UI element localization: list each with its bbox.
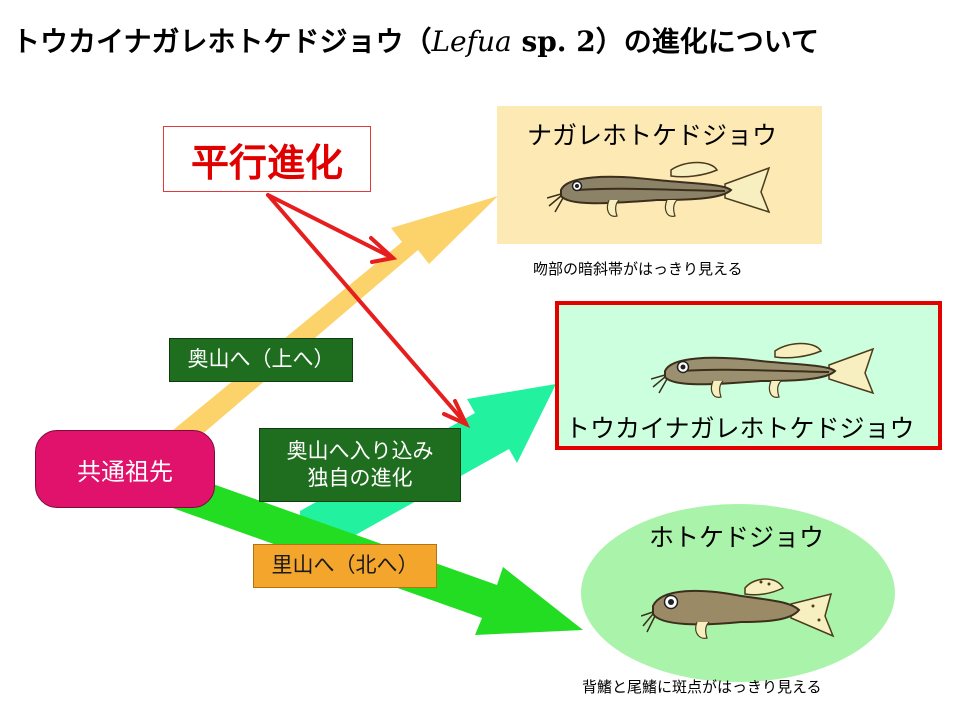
page-title: トウカイナガレホトケドジョウ（Lefua sp. 2）の進化について: [12, 20, 819, 60]
species-name-hotoke: ホトケドジョウ: [649, 523, 825, 552]
unique-line-1: 奥山へ入り込み: [286, 438, 434, 463]
arrow-okuyama: [140, 196, 498, 460]
species-name-nagare: ナガレホトケドジョウ: [527, 121, 778, 150]
parallel-evolution-arrows: [266, 193, 471, 429]
species-note-nagare: 吻部の暗斜帯がはっきり見える: [533, 260, 743, 278]
species-box-hotoke: ホトケドジョウ: [581, 504, 895, 682]
species-box-nagare: ナガレホトケドジョウ 吻部の暗斜帯がはっきり見える: [497, 106, 822, 278]
loach-fish-icon: [651, 342, 875, 398]
title-scientific-genus: Lefua: [431, 25, 512, 58]
title-post: の進化について: [623, 25, 819, 58]
common-ancestor-node: 共通祖先: [35, 430, 215, 508]
species-box-tokai: トウカイナガレホトケドジョウ: [555, 301, 942, 450]
path-label-unique-evolution: 奥山へ入り込み 独自の進化: [259, 428, 461, 502]
path-label-satoyama: 里山へ（北へ）: [253, 544, 437, 588]
loach-fish-icon: [547, 161, 771, 217]
unique-line-2: 独自の進化: [307, 466, 413, 490]
path-label-okuyama: 奥山へ（上へ）: [169, 338, 353, 382]
parallel-evolution-label: 平行進化: [163, 126, 371, 192]
title-mid: sp. 2）: [511, 25, 624, 58]
species-name-tokai: トウカイナガレホトケドジョウ: [565, 414, 915, 443]
title-pre: トウカイナガレホトケドジョウ（: [12, 25, 432, 58]
loach-fish-icon: [641, 578, 835, 639]
species-note-hotoke: 背鰭と尾鰭に斑点がはっきり見える: [582, 678, 822, 696]
